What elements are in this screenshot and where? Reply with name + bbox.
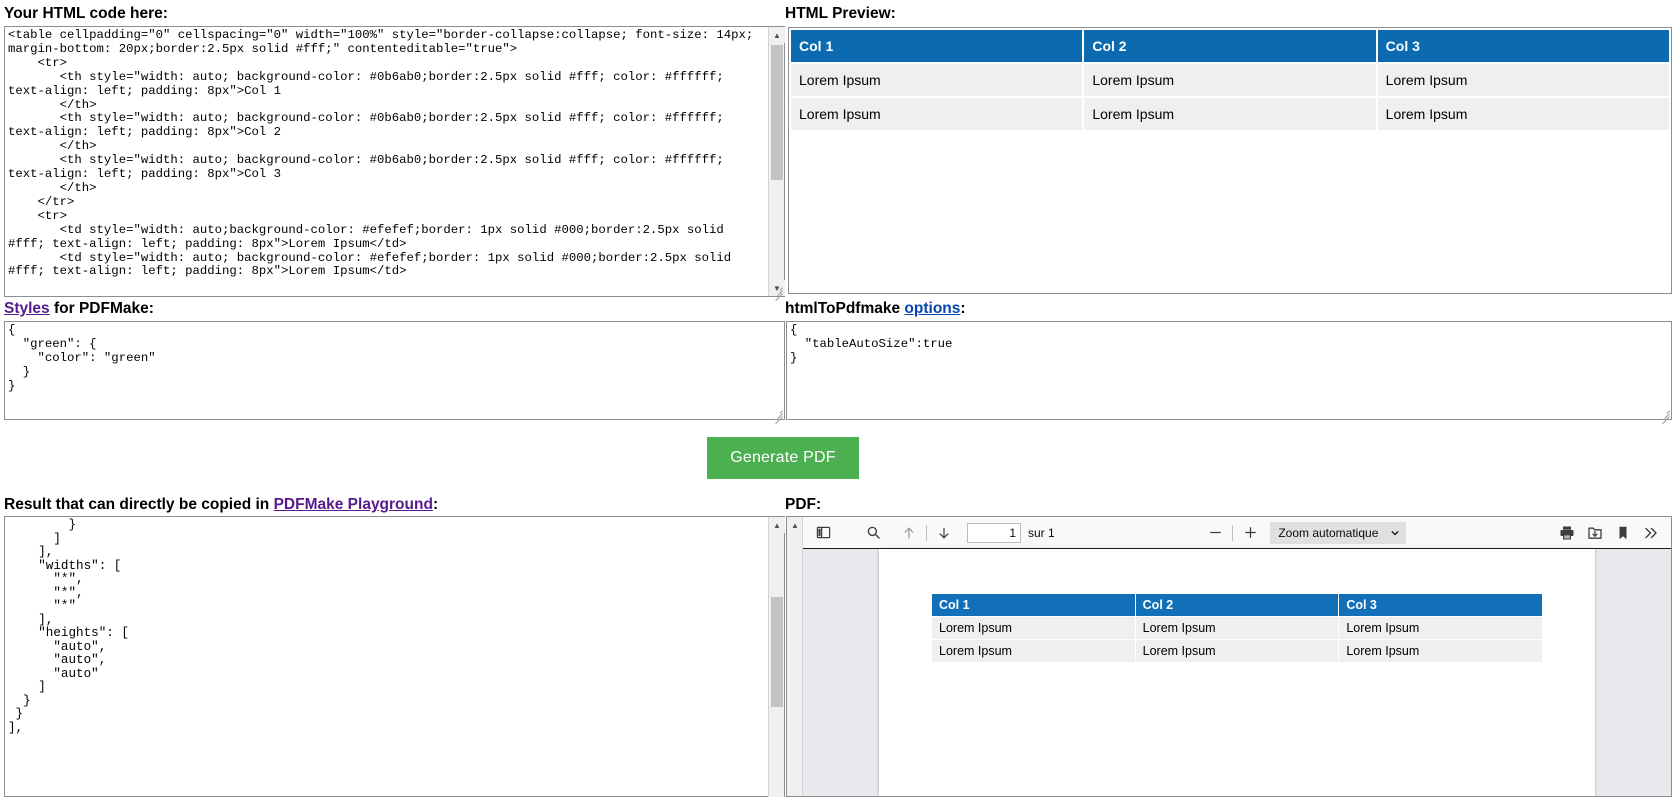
html-code-heading: Your HTML code here: xyxy=(4,5,168,22)
html-code-scrollbar[interactable]: ▲ ▼ xyxy=(768,27,785,296)
preview-header-row: Col 1 Col 2 Col 3 xyxy=(789,28,1671,64)
scroll-up-icon[interactable]: ▲ xyxy=(769,517,785,533)
search-icon[interactable] xyxy=(859,520,887,546)
chevron-down-icon xyxy=(1390,528,1400,538)
preview-header-cell: Col 2 xyxy=(1082,28,1378,64)
html-code-textarea[interactable]: <table cellpadding="0" cellspacing="0" w… xyxy=(4,26,785,297)
pdf-header-row: Col 1 Col 2 Col 3 xyxy=(931,593,1543,617)
pdf-header-cell: Col 1 xyxy=(931,593,1136,617)
pdf-table-row: Lorem Ipsum Lorem Ipsum Lorem Ipsum xyxy=(931,639,1543,663)
zoom-level-label: Zoom automatique xyxy=(1278,525,1379,540)
toolbar-separator xyxy=(1232,524,1234,541)
preview-cell[interactable]: Lorem Ipsum xyxy=(789,96,1085,132)
sidebar-toggle-icon[interactable] xyxy=(809,520,837,546)
zoom-level-select[interactable]: Zoom automatique xyxy=(1270,521,1407,544)
print-icon[interactable] xyxy=(1553,520,1581,546)
result-textarea[interactable]: } ] ], "widths": [ "*", "*", "*" ], "hei… xyxy=(4,516,785,797)
pdf-cell: Lorem Ipsum xyxy=(931,616,1136,640)
preview-cell[interactable]: Lorem Ipsum xyxy=(1082,96,1378,132)
pdf-cell: Lorem Ipsum xyxy=(1134,639,1340,663)
pdf-header-cell: Col 3 xyxy=(1338,593,1543,617)
pdf-toolbar: sur 1 Zoom automatique xyxy=(803,517,1671,549)
preview-cell[interactable]: Lorem Ipsum xyxy=(1375,96,1671,132)
options-heading-prefix: htmlToPdfmake xyxy=(785,300,905,317)
scrollbar-thumb[interactable] xyxy=(771,45,783,180)
arrow-up-icon[interactable] xyxy=(895,520,923,546)
preview-cell[interactable]: Lorem Ipsum xyxy=(789,62,1085,98)
preview-header-cell: Col 3 xyxy=(1375,28,1671,64)
bookmark-icon[interactable] xyxy=(1609,520,1637,546)
result-heading: Result that can directly be copied in PD… xyxy=(4,497,438,513)
preview-table: Col 1 Col 2 Col 3 Lorem Ipsum Lorem Ipsu… xyxy=(789,28,1671,132)
result-heading-prefix: Result that can directly be copied in xyxy=(4,496,274,513)
pdf-page: Col 1 Col 2 Col 3 Lorem Ipsum Lorem Ipsu… xyxy=(879,549,1595,796)
scroll-up-icon[interactable]: ▲ xyxy=(769,27,785,43)
page-total-label: sur 1 xyxy=(1028,525,1055,540)
pdf-heading: PDF: xyxy=(785,496,822,513)
generate-pdf-button[interactable]: Generate PDF xyxy=(707,437,859,479)
pdf-table-row: Lorem Ipsum Lorem Ipsum Lorem Ipsum xyxy=(931,616,1543,640)
options-heading-suffix: : xyxy=(960,300,966,317)
scroll-up-icon[interactable]: ▲ xyxy=(791,520,799,530)
double-chevron-right-icon[interactable] xyxy=(1637,520,1665,546)
arrow-down-icon[interactable] xyxy=(930,520,958,546)
preview-table-row: Lorem Ipsum Lorem Ipsum Lorem Ipsum xyxy=(789,96,1671,132)
plus-icon[interactable] xyxy=(1236,520,1264,546)
save-icon[interactable] xyxy=(1581,520,1609,546)
html-preview-container: Col 1 Col 2 Col 3 Lorem Ipsum Lorem Ipsu… xyxy=(788,27,1672,294)
styles-link[interactable]: Styles xyxy=(4,300,50,317)
toolbar-separator xyxy=(926,524,927,541)
pdf-cell: Lorem Ipsum xyxy=(931,639,1136,663)
pdf-cell: Lorem Ipsum xyxy=(1338,616,1543,640)
pdf-cell: Lorem Ipsum xyxy=(1134,616,1340,640)
pdf-header-cell: Col 2 xyxy=(1134,593,1340,617)
scrollbar-thumb[interactable] xyxy=(771,597,783,707)
options-textarea[interactable]: { "tableAutoSize":true } xyxy=(786,321,1672,420)
styles-heading-rest: for PDFMake: xyxy=(49,300,154,317)
result-heading-suffix: : xyxy=(432,496,439,513)
result-scrollbar[interactable]: ▲ xyxy=(768,517,785,797)
minus-icon[interactable] xyxy=(1201,520,1229,546)
pdf-viewer-outer-scrollbar[interactable]: ▲ xyxy=(787,517,803,796)
pdf-cell: Lorem Ipsum xyxy=(1338,639,1543,663)
styles-heading: Styles for PDFMake: xyxy=(4,301,154,317)
pdf-viewer: ▲ xyxy=(786,516,1672,797)
pdf-page-area[interactable]: Col 1 Col 2 Col 3 Lorem Ipsum Lorem Ipsu… xyxy=(803,549,1671,796)
page-number-input[interactable] xyxy=(967,522,1021,543)
options-link[interactable]: options xyxy=(904,300,961,317)
preview-cell[interactable]: Lorem Ipsum xyxy=(1375,62,1671,98)
preview-cell[interactable]: Lorem Ipsum xyxy=(1082,62,1378,98)
pdfmake-playground-link[interactable]: PDFMake Playground xyxy=(273,496,433,513)
options-heading: htmlToPdfmake options: xyxy=(785,301,966,317)
pdf-table: Col 1 Col 2 Col 3 Lorem Ipsum Lorem Ipsu… xyxy=(931,593,1543,663)
preview-header-cell: Col 1 xyxy=(789,28,1085,64)
scroll-down-icon[interactable]: ▼ xyxy=(769,280,785,296)
html-preview-heading: HTML Preview: xyxy=(785,5,896,22)
preview-table-row: Lorem Ipsum Lorem Ipsum Lorem Ipsum xyxy=(789,62,1671,98)
styles-textarea[interactable]: { "green": { "color": "green" } } xyxy=(4,321,785,420)
